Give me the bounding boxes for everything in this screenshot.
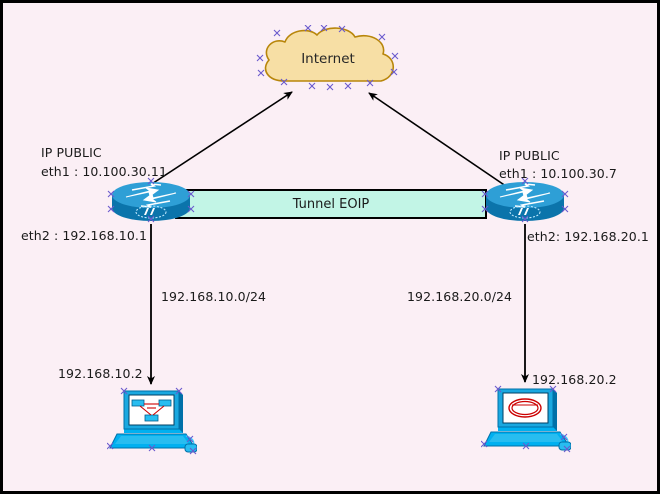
- router-right-selection-handles: [481, 177, 569, 223]
- router-right-public-label: IP PUBLIC: [499, 148, 560, 163]
- cloud-label: Internet: [301, 51, 355, 67]
- router-left-eth2-label: eth2 : 192.168.10.1: [21, 228, 148, 243]
- host-left-node[interactable]: [107, 386, 198, 458]
- network-right-label: 192.168.20.0/24: [407, 289, 513, 304]
- network-left-label: 192.168.10.0/24: [161, 289, 267, 304]
- connector-layer: [134, 91, 529, 385]
- link-router-right-to-cloud: [368, 92, 520, 196]
- router-left-node[interactable]: [106, 175, 196, 227]
- router-right-node[interactable]: [480, 175, 570, 227]
- router-icon: [486, 182, 564, 221]
- host-right-ip-label: 192.168.20.2: [532, 372, 617, 387]
- router-icon: [112, 182, 190, 221]
- router-right-eth2-label: eth2: 192.168.20.1: [527, 229, 649, 244]
- host-left-ip-label: 192.168.10.2: [58, 366, 143, 381]
- router-left-selection-handles: [107, 177, 195, 223]
- laptop-icon: [483, 388, 572, 451]
- router-left-eth1-label: eth1 : 10.100.30.11: [41, 164, 168, 179]
- tunnel-label: Tunnel EOIP: [292, 196, 370, 212]
- host-right-selection-handles: [481, 385, 571, 453]
- cloud-selection-handles: [256, 25, 399, 91]
- host-left-selection-handles: [107, 387, 197, 455]
- router-left-public-label: IP PUBLIC: [41, 145, 102, 160]
- link-router-left-to-cloud: [134, 91, 293, 196]
- laptop-icon: [109, 390, 198, 453]
- cloud-icon: [264, 27, 395, 82]
- cloud-node[interactable]: Internet: [253, 25, 403, 93]
- host-right-node[interactable]: [481, 384, 572, 456]
- router-right-eth1-label: eth1 : 10.100.30.7: [499, 166, 617, 181]
- tunnel-eoip-box[interactable]: Tunnel EOIP: [175, 189, 487, 219]
